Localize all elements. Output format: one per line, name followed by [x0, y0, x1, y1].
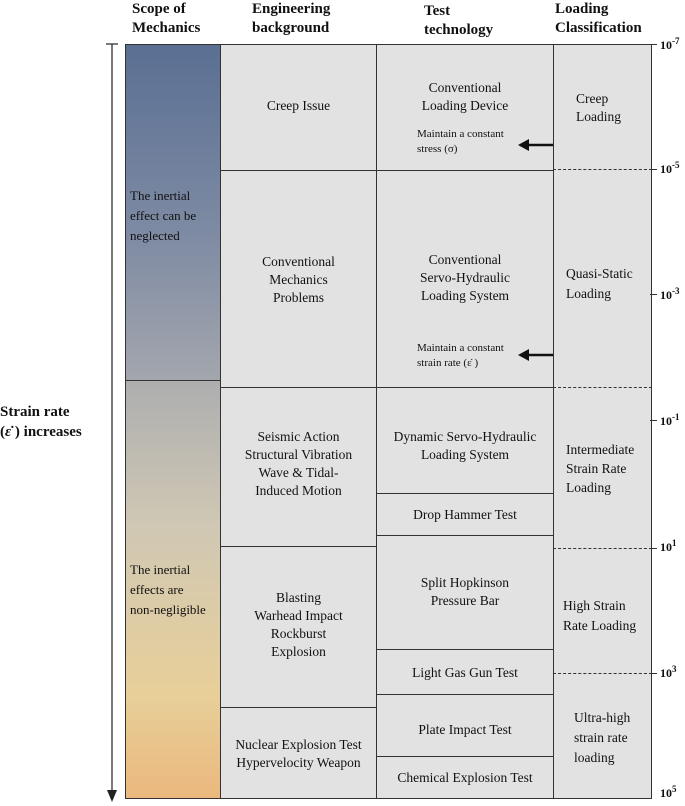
eng-conventional: Conventional Mechanics Problems	[220, 170, 377, 388]
test-drop-hammer: Drop Hammer Test	[376, 493, 554, 536]
header-engineering: Engineering background	[252, 1, 331, 36]
stress-arrow-icon	[518, 139, 553, 151]
test-conventional-loading: Conventional Loading Device Maintain a c…	[376, 44, 554, 171]
scope-non-negligible-text: The inertial effects are non-negligible	[130, 562, 206, 617]
loading-ultra: Ultra-high strain rate loading	[574, 710, 631, 765]
scale-label: 10-3	[660, 286, 680, 302]
loading-column	[553, 44, 652, 799]
scale-tick	[650, 44, 657, 45]
strain-rate-label-line1: Strain rate	[0, 404, 70, 420]
header-loading: Loading Classification	[555, 1, 642, 36]
boundary-creep-quasi	[553, 169, 652, 170]
test-light-gas-gun: Light Gas Gun Test	[376, 649, 554, 695]
strain-rate-label: Strain rate (ε̇ ) increases	[0, 402, 82, 442]
boundary-high-ultra	[553, 673, 652, 674]
scale-label: 101	[660, 538, 677, 554]
scale-label: 10-1	[660, 412, 680, 428]
scale-label: 103	[660, 664, 677, 680]
const-stress-note: Maintain a constant stress (σ)	[417, 128, 504, 155]
loading-creep: Creep Loading	[576, 91, 621, 124]
header-scope: Scope of Mechanics	[132, 1, 201, 36]
test-plate-impact: Plate Impact Test	[376, 694, 554, 757]
strain-rate-arrow	[106, 43, 118, 802]
scale-tick	[650, 673, 657, 674]
strain-rate-label-line2: (ε̇ ) increases	[0, 424, 82, 440]
boundary-quasi-intermediate	[553, 387, 652, 388]
scale-tick	[650, 294, 657, 295]
loading-high: High Strain Rate Loading	[563, 598, 637, 633]
const-strain-note: Maintain a constant strain rate (ε̇ )	[417, 342, 504, 369]
eng-creep: Creep Issue	[220, 44, 377, 171]
strain-arrow-icon	[518, 349, 553, 361]
scale-label: 10-7	[660, 36, 680, 52]
test-chemical-explosion: Chemical Explosion Test	[376, 756, 554, 799]
scale-label: 10-5	[660, 160, 680, 176]
eng-blasting: Blasting Warhead Impact Rockburst Explos…	[220, 546, 377, 708]
header-test: Test technology	[424, 3, 494, 38]
test-servo-hydraulic: Conventional Servo-Hydraulic Loading Sys…	[376, 170, 554, 388]
scope-non-negligible-block	[125, 380, 221, 799]
loading-quasi-static: Quasi-Static Loading	[566, 266, 633, 301]
boundary-intermediate-high	[553, 548, 652, 549]
test-dynamic-servo: Dynamic Servo-Hydraulic Loading System	[376, 387, 554, 494]
scope-neglected-block	[125, 44, 221, 381]
eng-nuclear: Nuclear Explosion Test Hypervelocity Wea…	[220, 707, 377, 799]
eng-seismic: Seismic Action Structural Vibration Wave…	[220, 387, 377, 547]
scale-label: 105	[660, 784, 677, 800]
scale-tick	[650, 420, 657, 421]
loading-intermediate: Intermediate Strain Rate Loading	[566, 442, 635, 495]
scale-tick	[650, 548, 657, 549]
scale-tick	[650, 169, 657, 170]
scope-neglected-text: The inertial effect can be neglected	[130, 188, 197, 243]
test-shpb: Split Hopkinson Pressure Bar	[376, 535, 554, 650]
